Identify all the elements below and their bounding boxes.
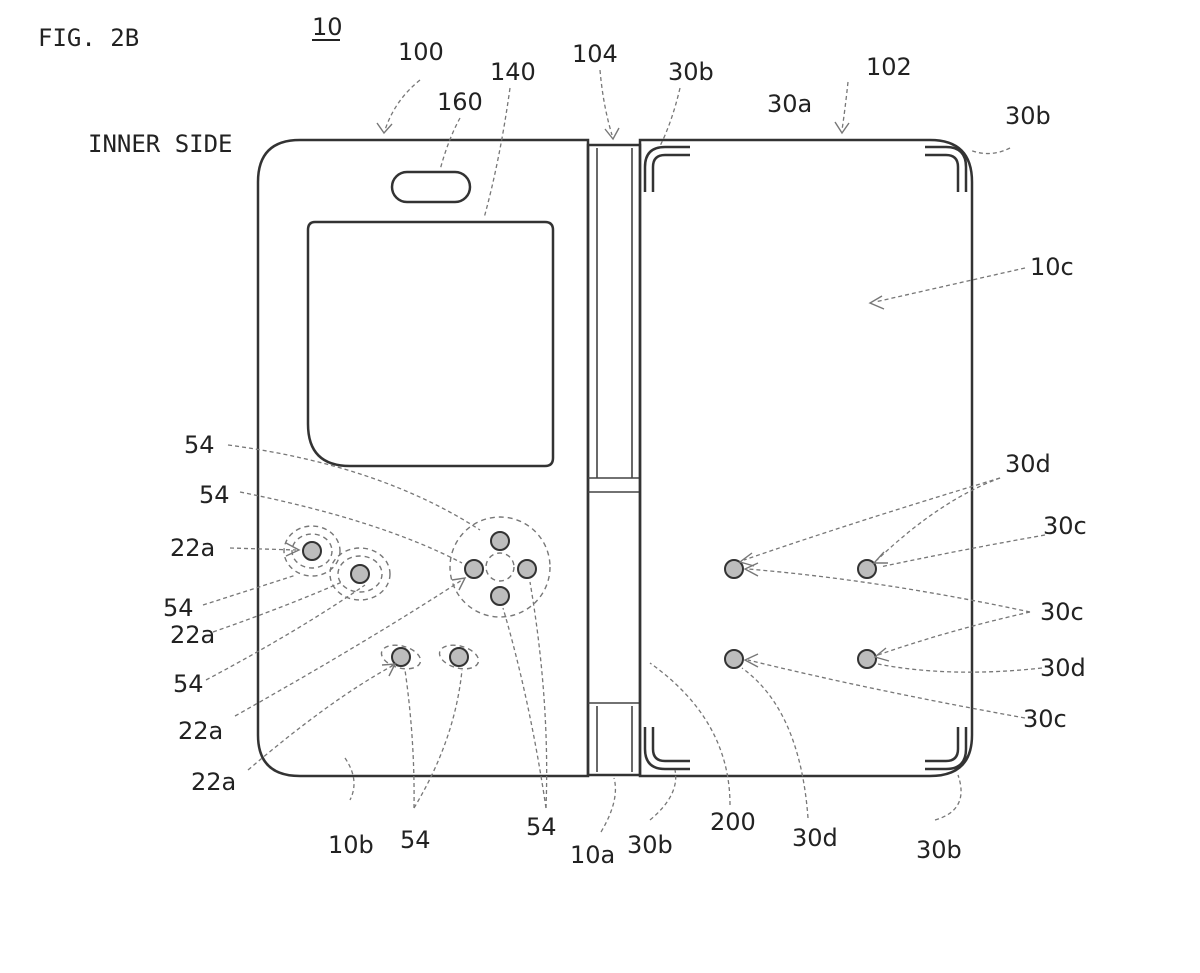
label-22a-d: 22a bbox=[191, 768, 236, 796]
contact-pad-lower-right bbox=[857, 649, 877, 669]
label-30b-bottom-right: 30b bbox=[916, 836, 962, 864]
label-30b-bottom-left: 30b bbox=[627, 831, 673, 859]
label-10a: 10a bbox=[570, 841, 615, 869]
label-54-d: 54 bbox=[173, 670, 204, 698]
label-10b: 10b bbox=[328, 831, 374, 859]
display-screen bbox=[306, 220, 555, 468]
label-160: 160 bbox=[437, 88, 483, 116]
corner-stopper-top-left bbox=[643, 145, 690, 192]
label-30d-lower: 30d bbox=[1040, 654, 1086, 682]
label-54-e: 54 bbox=[400, 826, 431, 854]
leader-lines bbox=[202, 69, 1046, 833]
contact-pad-upper-left bbox=[724, 559, 744, 579]
dpad-button-down bbox=[490, 586, 510, 606]
label-30c-upper: 30c bbox=[1043, 512, 1087, 540]
contact-pad-upper-right bbox=[857, 559, 877, 579]
label-54-f: 54 bbox=[526, 813, 557, 841]
side-label: INNER SIDE bbox=[88, 130, 233, 158]
label-22a-b: 22a bbox=[170, 621, 215, 649]
operation-button-1 bbox=[302, 541, 322, 561]
figure-text: FIG. 2B 10 INNER SIDE 100 140 104 30b 10… bbox=[38, 13, 1087, 869]
left-housing bbox=[256, 138, 590, 778]
left-buttons bbox=[302, 531, 537, 667]
label-54-b: 54 bbox=[199, 481, 230, 509]
label-10c: 10c bbox=[1030, 253, 1074, 281]
label-30d-bottom: 30d bbox=[792, 824, 838, 852]
label-102: 102 bbox=[866, 53, 912, 81]
hinge bbox=[586, 143, 642, 777]
label-100: 100 bbox=[398, 38, 444, 66]
corner-stopper-bottom-left bbox=[643, 727, 690, 771]
label-200: 200 bbox=[710, 808, 756, 836]
label-30b-top-left: 30b bbox=[668, 58, 714, 86]
contact-pad-lower-left bbox=[724, 649, 744, 669]
start-button bbox=[449, 647, 469, 667]
label-30d-upper: 30d bbox=[1005, 450, 1051, 478]
device-reference: 10 bbox=[312, 13, 343, 41]
label-54-a: 54 bbox=[184, 431, 215, 459]
dpad-button-up bbox=[490, 531, 510, 551]
label-104: 104 bbox=[572, 40, 618, 68]
label-30b-top-right: 30b bbox=[1005, 102, 1051, 130]
select-button bbox=[391, 647, 411, 667]
label-30c-middle: 30c bbox=[1040, 598, 1084, 626]
label-22a-a: 22a bbox=[170, 534, 215, 562]
label-22a-c: 22a bbox=[178, 717, 223, 745]
corner-stopper-bottom-right bbox=[925, 727, 968, 771]
dpad-button-left bbox=[464, 559, 484, 579]
right-contact-pads bbox=[724, 559, 877, 669]
corner-stopper-top-right bbox=[925, 145, 968, 192]
label-140: 140 bbox=[490, 58, 536, 86]
figure-title: FIG. 2B bbox=[38, 24, 139, 52]
right-housing bbox=[638, 138, 974, 778]
operation-button-2 bbox=[350, 564, 370, 584]
button-groupings bbox=[283, 516, 551, 670]
dpad-button-right bbox=[517, 559, 537, 579]
speaker-slot bbox=[390, 170, 472, 204]
label-30a: 30a bbox=[767, 90, 812, 118]
label-30c-lower: 30c bbox=[1023, 705, 1067, 733]
label-54-c: 54 bbox=[163, 594, 194, 622]
